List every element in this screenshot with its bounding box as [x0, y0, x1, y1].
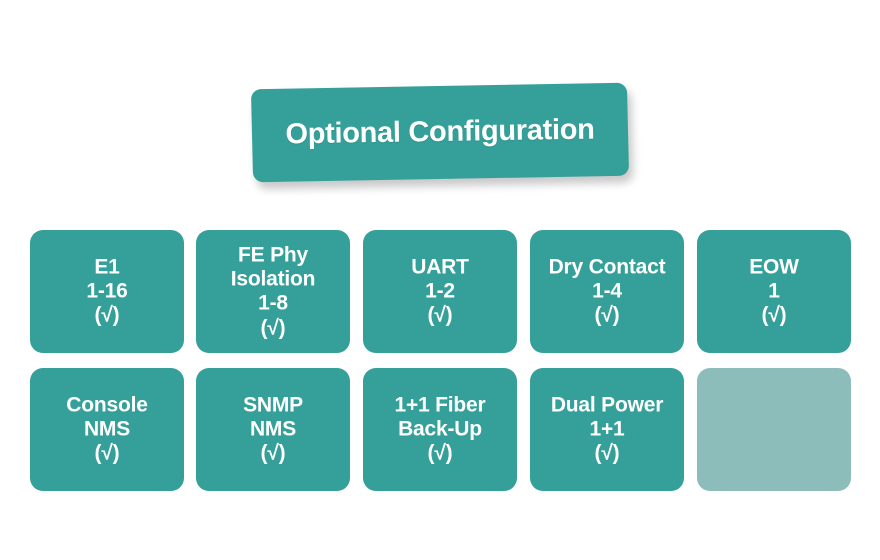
tile-eow[interactable]: EOW 1 (√) — [697, 230, 851, 353]
tile-fiber-backup-check: (√) — [427, 441, 453, 465]
tile-eow-check: (√) — [761, 303, 787, 327]
tile-fiber-backup[interactable]: 1+1 Fiber Back-Up (√) — [363, 368, 517, 491]
tile-snmp-nms-check: (√) — [260, 441, 286, 465]
tile-uart-line1: UART — [411, 254, 469, 278]
tile-snmp-nms-text: SNMP NMS (√) — [182, 393, 364, 466]
tile-dual-power[interactable]: Dual Power 1+1 (√) — [530, 368, 684, 491]
tile-dry-contact-line1: Dry Contact — [548, 254, 666, 278]
tile-fe-phy-isolation-line3: 1-8 — [258, 291, 288, 315]
tile-dry-contact-line2: 1-4 — [592, 279, 622, 303]
tile-fe-phy-isolation-line2: Isolation — [230, 267, 316, 291]
tile-dual-power-check: (√) — [594, 441, 620, 465]
tile-fe-phy-isolation-line1: FE Phy — [238, 242, 308, 266]
tile-dual-power-line1: Dual Power — [550, 392, 664, 416]
tile-row-2: Console NMS (√) SNMP NMS (√) 1+1 Fiber B… — [30, 368, 851, 491]
tile-e1-text: E1 1-16 (√) — [16, 255, 198, 328]
tile-row-1: E1 1-16 (√) FE Phy Isolation 1-8 (√) UAR… — [30, 230, 851, 353]
tile-fiber-backup-text: 1+1 Fiber Back-Up (√) — [349, 393, 531, 466]
tile-snmp-nms[interactable]: SNMP NMS (√) — [196, 368, 350, 491]
tile-uart-line2: 1-2 — [425, 279, 455, 303]
tile-uart-check: (√) — [427, 303, 453, 327]
feature-tile-grid: E1 1-16 (√) FE Phy Isolation 1-8 (√) UAR… — [30, 230, 851, 506]
tile-e1-line2: 1-16 — [86, 279, 128, 303]
tile-eow-line2: 1 — [768, 279, 780, 303]
tile-fiber-backup-line2: Back-Up — [398, 417, 482, 441]
tile-empty-placeholder — [697, 368, 851, 491]
tile-eow-line1: EOW — [749, 254, 799, 278]
tile-console-nms[interactable]: Console NMS (√) — [30, 368, 184, 491]
tile-fiber-backup-line1: 1+1 Fiber — [394, 392, 486, 416]
tile-dual-power-line2: 1+1 — [589, 417, 625, 441]
tile-dry-contact-text: Dry Contact 1-4 (√) — [516, 255, 698, 328]
title-banner: Optional Configuration — [250, 82, 630, 183]
tile-snmp-nms-line1: SNMP — [243, 392, 303, 416]
tile-e1[interactable]: E1 1-16 (√) — [30, 230, 184, 353]
page-title: Optional Configuration — [285, 113, 595, 151]
tile-eow-text: EOW 1 (√) — [683, 255, 865, 328]
tile-fe-phy-isolation-check: (√) — [260, 315, 286, 339]
tile-uart-text: UART 1-2 (√) — [349, 255, 531, 328]
tile-uart[interactable]: UART 1-2 (√) — [363, 230, 517, 353]
tile-console-nms-text: Console NMS (√) — [16, 393, 198, 466]
tile-dry-contact-check: (√) — [594, 303, 620, 327]
tile-fe-phy-isolation-text: FE Phy Isolation 1-8 (√) — [182, 243, 364, 340]
tile-console-nms-check: (√) — [94, 441, 120, 465]
tile-snmp-nms-line2: NMS — [249, 417, 297, 441]
tile-console-nms-line1: Console — [66, 392, 148, 416]
tile-e1-check: (√) — [94, 303, 120, 327]
tile-console-nms-line2: NMS — [83, 417, 131, 441]
tile-fe-phy-isolation[interactable]: FE Phy Isolation 1-8 (√) — [196, 230, 350, 353]
tile-dual-power-text: Dual Power 1+1 (√) — [516, 393, 698, 466]
tile-dry-contact[interactable]: Dry Contact 1-4 (√) — [530, 230, 684, 353]
tile-e1-line1: E1 — [94, 254, 120, 278]
